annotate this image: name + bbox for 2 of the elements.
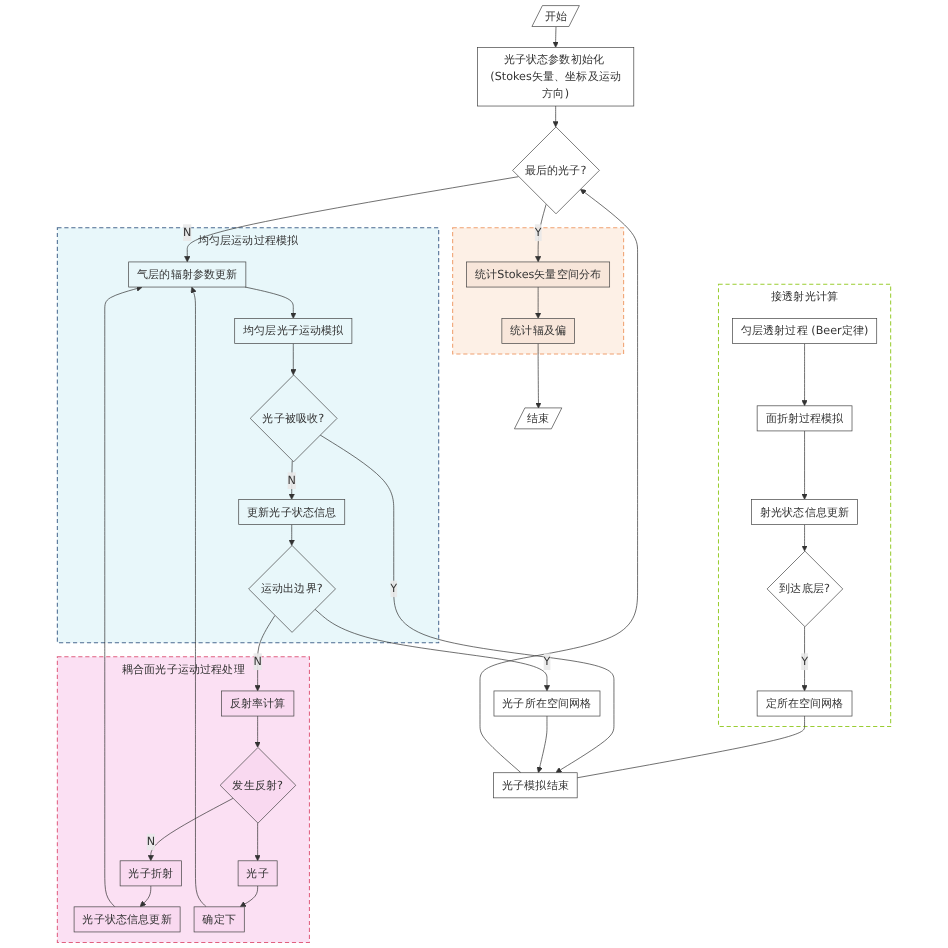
connector	[576, 715, 805, 779]
cluster	[452, 227, 625, 355]
